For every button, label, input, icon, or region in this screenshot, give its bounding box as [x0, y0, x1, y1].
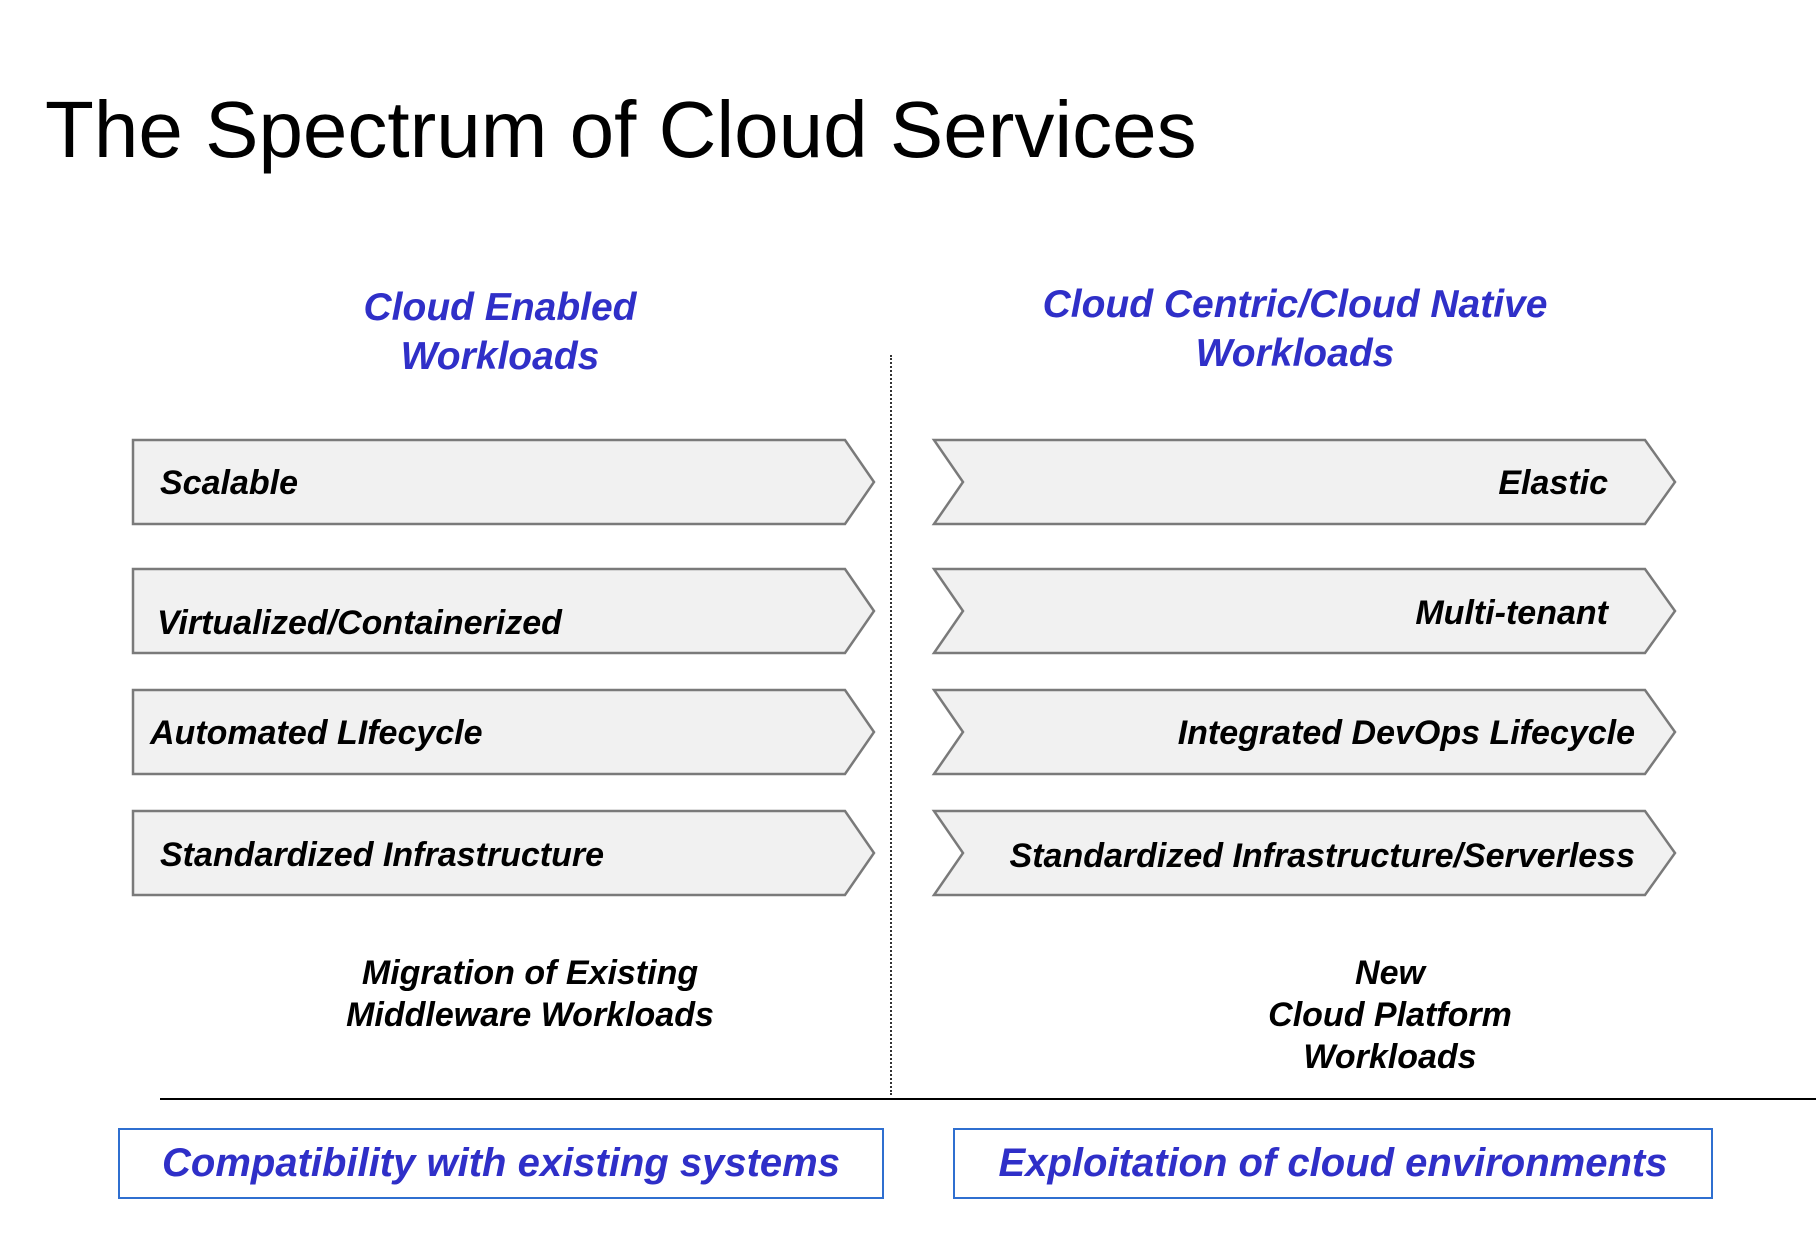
right-column-heading: Cloud Centric/Cloud Native Workloads: [980, 280, 1610, 378]
right-arrow-label: Integrated DevOps Lifecycle: [1178, 714, 1635, 752]
left-heading-line: Workloads: [400, 335, 600, 378]
compatibility-box: Compatibility with existing systems: [118, 1128, 884, 1199]
left-column-heading: Cloud Enabled Workloads: [250, 283, 750, 381]
right-heading-line: Cloud Centric/Cloud Native: [1042, 283, 1548, 326]
right-arrow-devops-lifecycle: Integrated DevOps Lifecycle: [931, 688, 1677, 776]
left-column-caption: Migration of Existing Middleware Workloa…: [280, 952, 780, 1036]
left-heading-line: Cloud Enabled: [363, 286, 637, 329]
right-arrow-serverless: Standardized Infrastructure/Serverless: [931, 809, 1677, 897]
right-arrow-multi-tenant: Multi-tenant: [931, 567, 1677, 655]
left-arrow-label: Scalable: [160, 464, 298, 502]
left-arrow-automated-lifecycle: Automated LIfecycle: [131, 688, 876, 776]
right-arrow-label: Elastic: [1498, 464, 1608, 502]
right-column-caption: New Cloud Platform Workloads: [1150, 952, 1630, 1078]
right-arrow-elastic: Elastic: [931, 438, 1677, 526]
column-divider: [890, 355, 892, 1095]
right-heading-line: Workloads: [1195, 332, 1395, 375]
left-arrow-virtualized: Virtualized/Containerized: [131, 567, 876, 655]
right-caption-line: Cloud Platform: [1268, 996, 1512, 1034]
right-arrow-label: Standardized Infrastructure/Serverless: [1010, 837, 1635, 875]
right-caption-line: New: [1355, 954, 1425, 992]
right-caption-line: Workloads: [1303, 1038, 1477, 1076]
left-arrow-standardized-infrastructure: Standardized Infrastructure: [131, 809, 876, 897]
left-caption-line: Migration of Existing: [361, 954, 699, 992]
left-arrow-label: Automated LIfecycle: [149, 714, 483, 752]
page-title: The Spectrum of Cloud Services: [45, 85, 1197, 174]
right-arrow-label: Multi-tenant: [1415, 594, 1609, 632]
left-arrow-scalable: Scalable: [131, 438, 876, 526]
left-arrow-label: Standardized Infrastructure: [160, 836, 604, 874]
horizontal-divider: [160, 1098, 1816, 1100]
left-arrow-label: Virtualized/Containerized: [157, 604, 563, 642]
left-caption-line: Middleware Workloads: [346, 996, 714, 1034]
exploitation-box: Exploitation of cloud environments: [953, 1128, 1713, 1199]
